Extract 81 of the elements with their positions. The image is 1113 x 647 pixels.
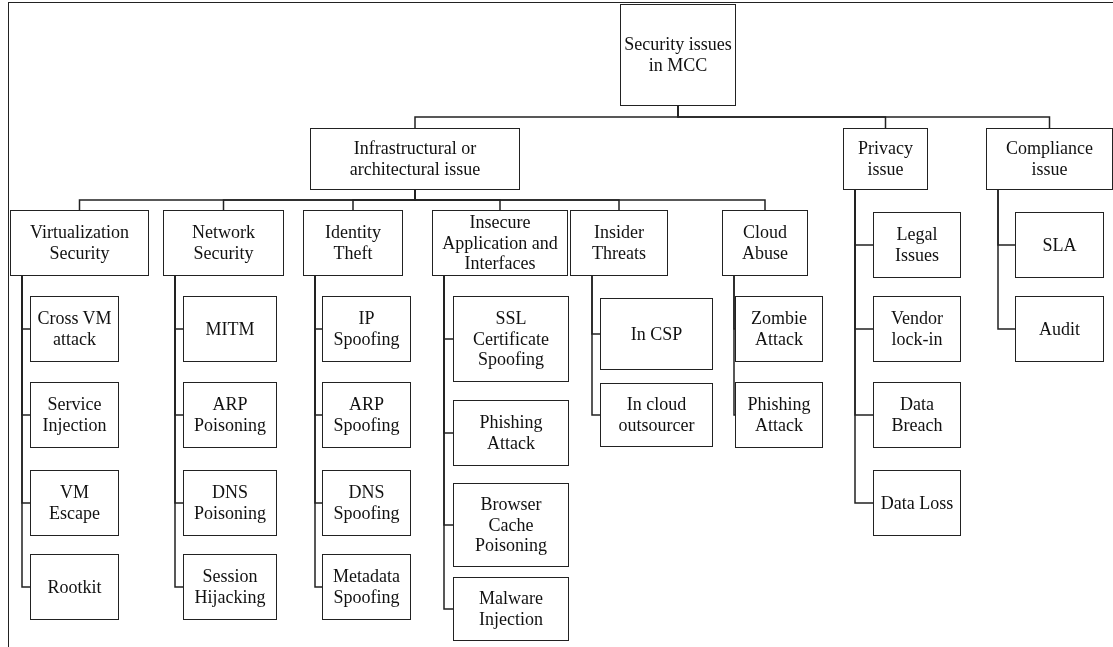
issue-box: [30, 382, 119, 448]
issue-label: Insecure Application and Interfaces: [441, 211, 559, 275]
issue-label: Data Loss: [880, 492, 954, 514]
issue-label: Legal Issues: [894, 224, 940, 266]
issue-box: [570, 210, 668, 276]
issue-label: ARP Poisoning: [193, 394, 267, 436]
issue-box: [1015, 296, 1104, 362]
connector-line: [733, 275, 736, 416]
issue-label: Service Injection: [41, 394, 108, 436]
issue-box: [183, 296, 277, 362]
issue-label: IP Spoofing: [332, 308, 401, 350]
connector-line: [21, 275, 31, 588]
issue-box: [600, 383, 713, 447]
issue-label: SSL Certificate Spoofing: [472, 307, 550, 371]
issue-label: SLA: [1042, 234, 1077, 256]
issue-box: [873, 296, 961, 362]
connector-line: [591, 275, 601, 416]
issue-box: [30, 554, 119, 620]
connector-line: [997, 189, 1016, 330]
issue-label: Security issues in MCC: [623, 34, 733, 76]
issue-label: DNS Poisoning: [193, 482, 267, 524]
issue-box: [322, 554, 411, 620]
issue-box: [183, 554, 277, 620]
connector-line: [314, 275, 323, 588]
issue-box: [873, 470, 961, 536]
issue-label: ARP Spoofing: [332, 394, 401, 436]
issue-label: Identity Theft: [324, 222, 382, 264]
issue-label: Session Hijacking: [193, 566, 267, 608]
issue-box: [620, 4, 736, 106]
connector-line: [443, 275, 454, 610]
issue-box: [322, 470, 411, 536]
issue-box: [10, 210, 149, 276]
issue-box: [735, 382, 823, 448]
issue-label: MITM: [205, 318, 255, 340]
issue-label: Network Security: [191, 222, 256, 264]
issue-box: [310, 128, 520, 190]
issue-label: Audit: [1039, 318, 1080, 340]
issue-box: [873, 382, 961, 448]
issue-label: VM Escape: [48, 482, 101, 524]
issue-box: [600, 298, 713, 370]
issue-box: [843, 128, 928, 190]
issue-box: [322, 382, 411, 448]
connector-line: [677, 105, 1051, 129]
issue-label: Rootkit: [47, 576, 102, 598]
issue-box: [735, 296, 823, 362]
issue-label: Insider Threats: [591, 222, 647, 264]
connector-line: [854, 189, 874, 504]
issue-label: Infrastructural or architectural issue: [348, 138, 482, 180]
issue-box: [432, 210, 568, 276]
issue-label: In CSP: [630, 323, 683, 345]
issue-box: [30, 470, 119, 536]
issue-box: [453, 296, 569, 382]
connector-line: [174, 275, 184, 588]
issue-box: [183, 470, 277, 536]
issue-label: Phishing Attack: [478, 412, 544, 454]
issue-label: In cloud outsourcer: [617, 394, 696, 436]
issue-box: [453, 483, 569, 567]
issue-label: Privacy issue: [857, 138, 914, 180]
issue-box: [873, 212, 961, 278]
issue-label: Phishing Attack: [746, 394, 812, 436]
issue-box: [453, 400, 569, 466]
issue-box: [303, 210, 403, 276]
issue-label: Cloud Abuse: [741, 222, 789, 264]
issue-label: Data Breach: [890, 394, 944, 436]
issue-label: Browser Cache Poisoning: [474, 493, 548, 557]
issue-box: [453, 577, 569, 641]
issue-label: DNS Spoofing: [332, 482, 401, 524]
issue-box: [30, 296, 119, 362]
issue-label: Malware Injection: [478, 588, 544, 630]
issue-label: Compliance issue: [1005, 138, 1094, 180]
issue-box: [322, 296, 411, 362]
issue-label: Metadata Spoofing: [332, 566, 401, 608]
issue-box: [722, 210, 808, 276]
issue-box: [986, 128, 1113, 190]
issue-label: Cross VM attack: [36, 308, 113, 350]
issue-box: [1015, 212, 1104, 278]
issue-box: [163, 210, 284, 276]
issue-label: Zombie Attack: [750, 308, 808, 350]
issue-label: Virtualization Security: [29, 222, 130, 264]
issue-label: Vendor lock-in: [890, 308, 944, 350]
issue-box: [183, 382, 277, 448]
